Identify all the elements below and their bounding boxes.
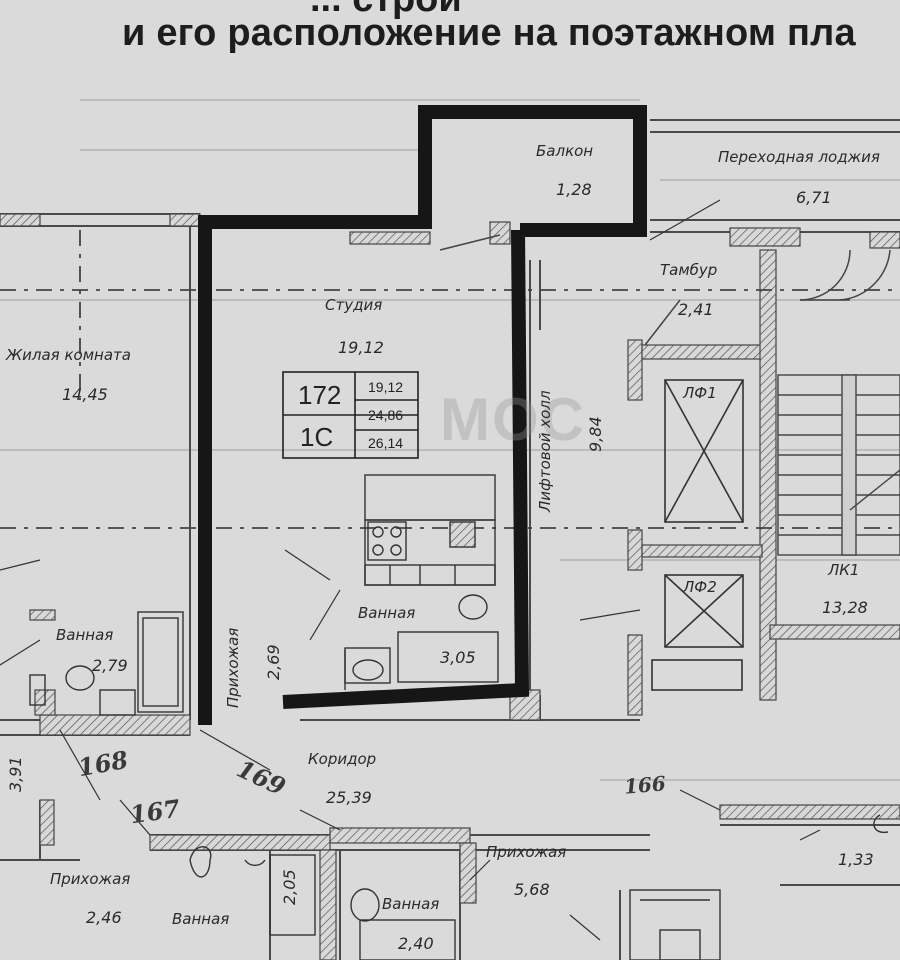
hallway-bm-area: 5,68 [514,880,550,899]
hatched-walls [0,213,900,960]
apartment-outline [198,105,647,725]
apartment-type: 1С [300,422,334,452]
apartment-outline-lower [282,229,530,709]
hallway-main-name: Прихожая [224,627,242,708]
living-area-value: 19,12 [368,379,404,395]
stair-name: ЛК1 [828,561,860,579]
total-area-balcony-value: 26,14 [368,435,404,451]
vestibule-name: Тамбур [660,261,718,279]
lift2-name: ЛФ2 [683,578,717,596]
hallway-bl-name: Прихожая [50,870,131,888]
passage-loggia-area: 6,71 [796,188,832,207]
living-room-area: 14,45 [62,385,108,404]
header-line-1: ... строи [310,0,900,21]
handwritten-number-166: 166 [623,771,667,799]
bathroom-bl-name: Ванная [172,910,230,928]
apartment-number: 172 [298,380,342,410]
corridor-area: 25,39 [326,788,372,807]
bathroom-bm-area: 2,40 [398,934,434,953]
bathroom-left-name: Ванная [56,626,114,644]
hallway-bl-area: 2,46 [86,908,122,927]
bathroom-bl-area: 2,05 [280,869,299,905]
living-room-name: Жилая комната [6,346,131,364]
left-area-value: 3,91 [6,756,25,792]
vestibule-area: 2,41 [678,300,714,319]
staircase [777,374,900,556]
door-swings [439,234,891,346]
handwritten-number-167: 167 [128,793,182,830]
axis-lines [0,230,900,529]
elevator-hall-name: Лифтовой холл [536,390,554,512]
bathroom-main-name: Ванная [358,604,416,622]
balcony-name: Балкон [536,142,594,160]
bathroom-left-area: 2,79 [92,656,128,675]
studio-area: 19,12 [338,338,384,357]
balcony-area: 1,28 [556,180,592,199]
bathroom-main-area: 3,05 [440,648,476,667]
lift-shafts [651,379,744,691]
hallway-main-area: 2,69 [264,644,283,680]
fixtures [29,474,889,960]
elevator-hall-area: 9,84 [586,416,605,452]
corridor-name: Коридор [308,750,377,768]
apartment-table-grid [282,371,419,459]
leader-lines [0,199,821,941]
studio-name: Студия [325,296,383,314]
bottom-right-area: 1,33 [838,850,874,869]
hallway-bm-name: Прихожая [486,843,567,861]
lift1-name: ЛФ1 [683,384,717,402]
header-line-2: и его расположение на поэтажном пла [122,12,856,54]
bathroom-bm-name: Ванная [382,895,440,913]
bleed-through-lines [0,99,900,781]
passage-loggia-name: Переходная лоджия [718,148,880,166]
total-area-value: 24,86 [368,407,404,423]
stair-area: 13,28 [822,598,868,617]
watermark: МОС [440,386,586,453]
